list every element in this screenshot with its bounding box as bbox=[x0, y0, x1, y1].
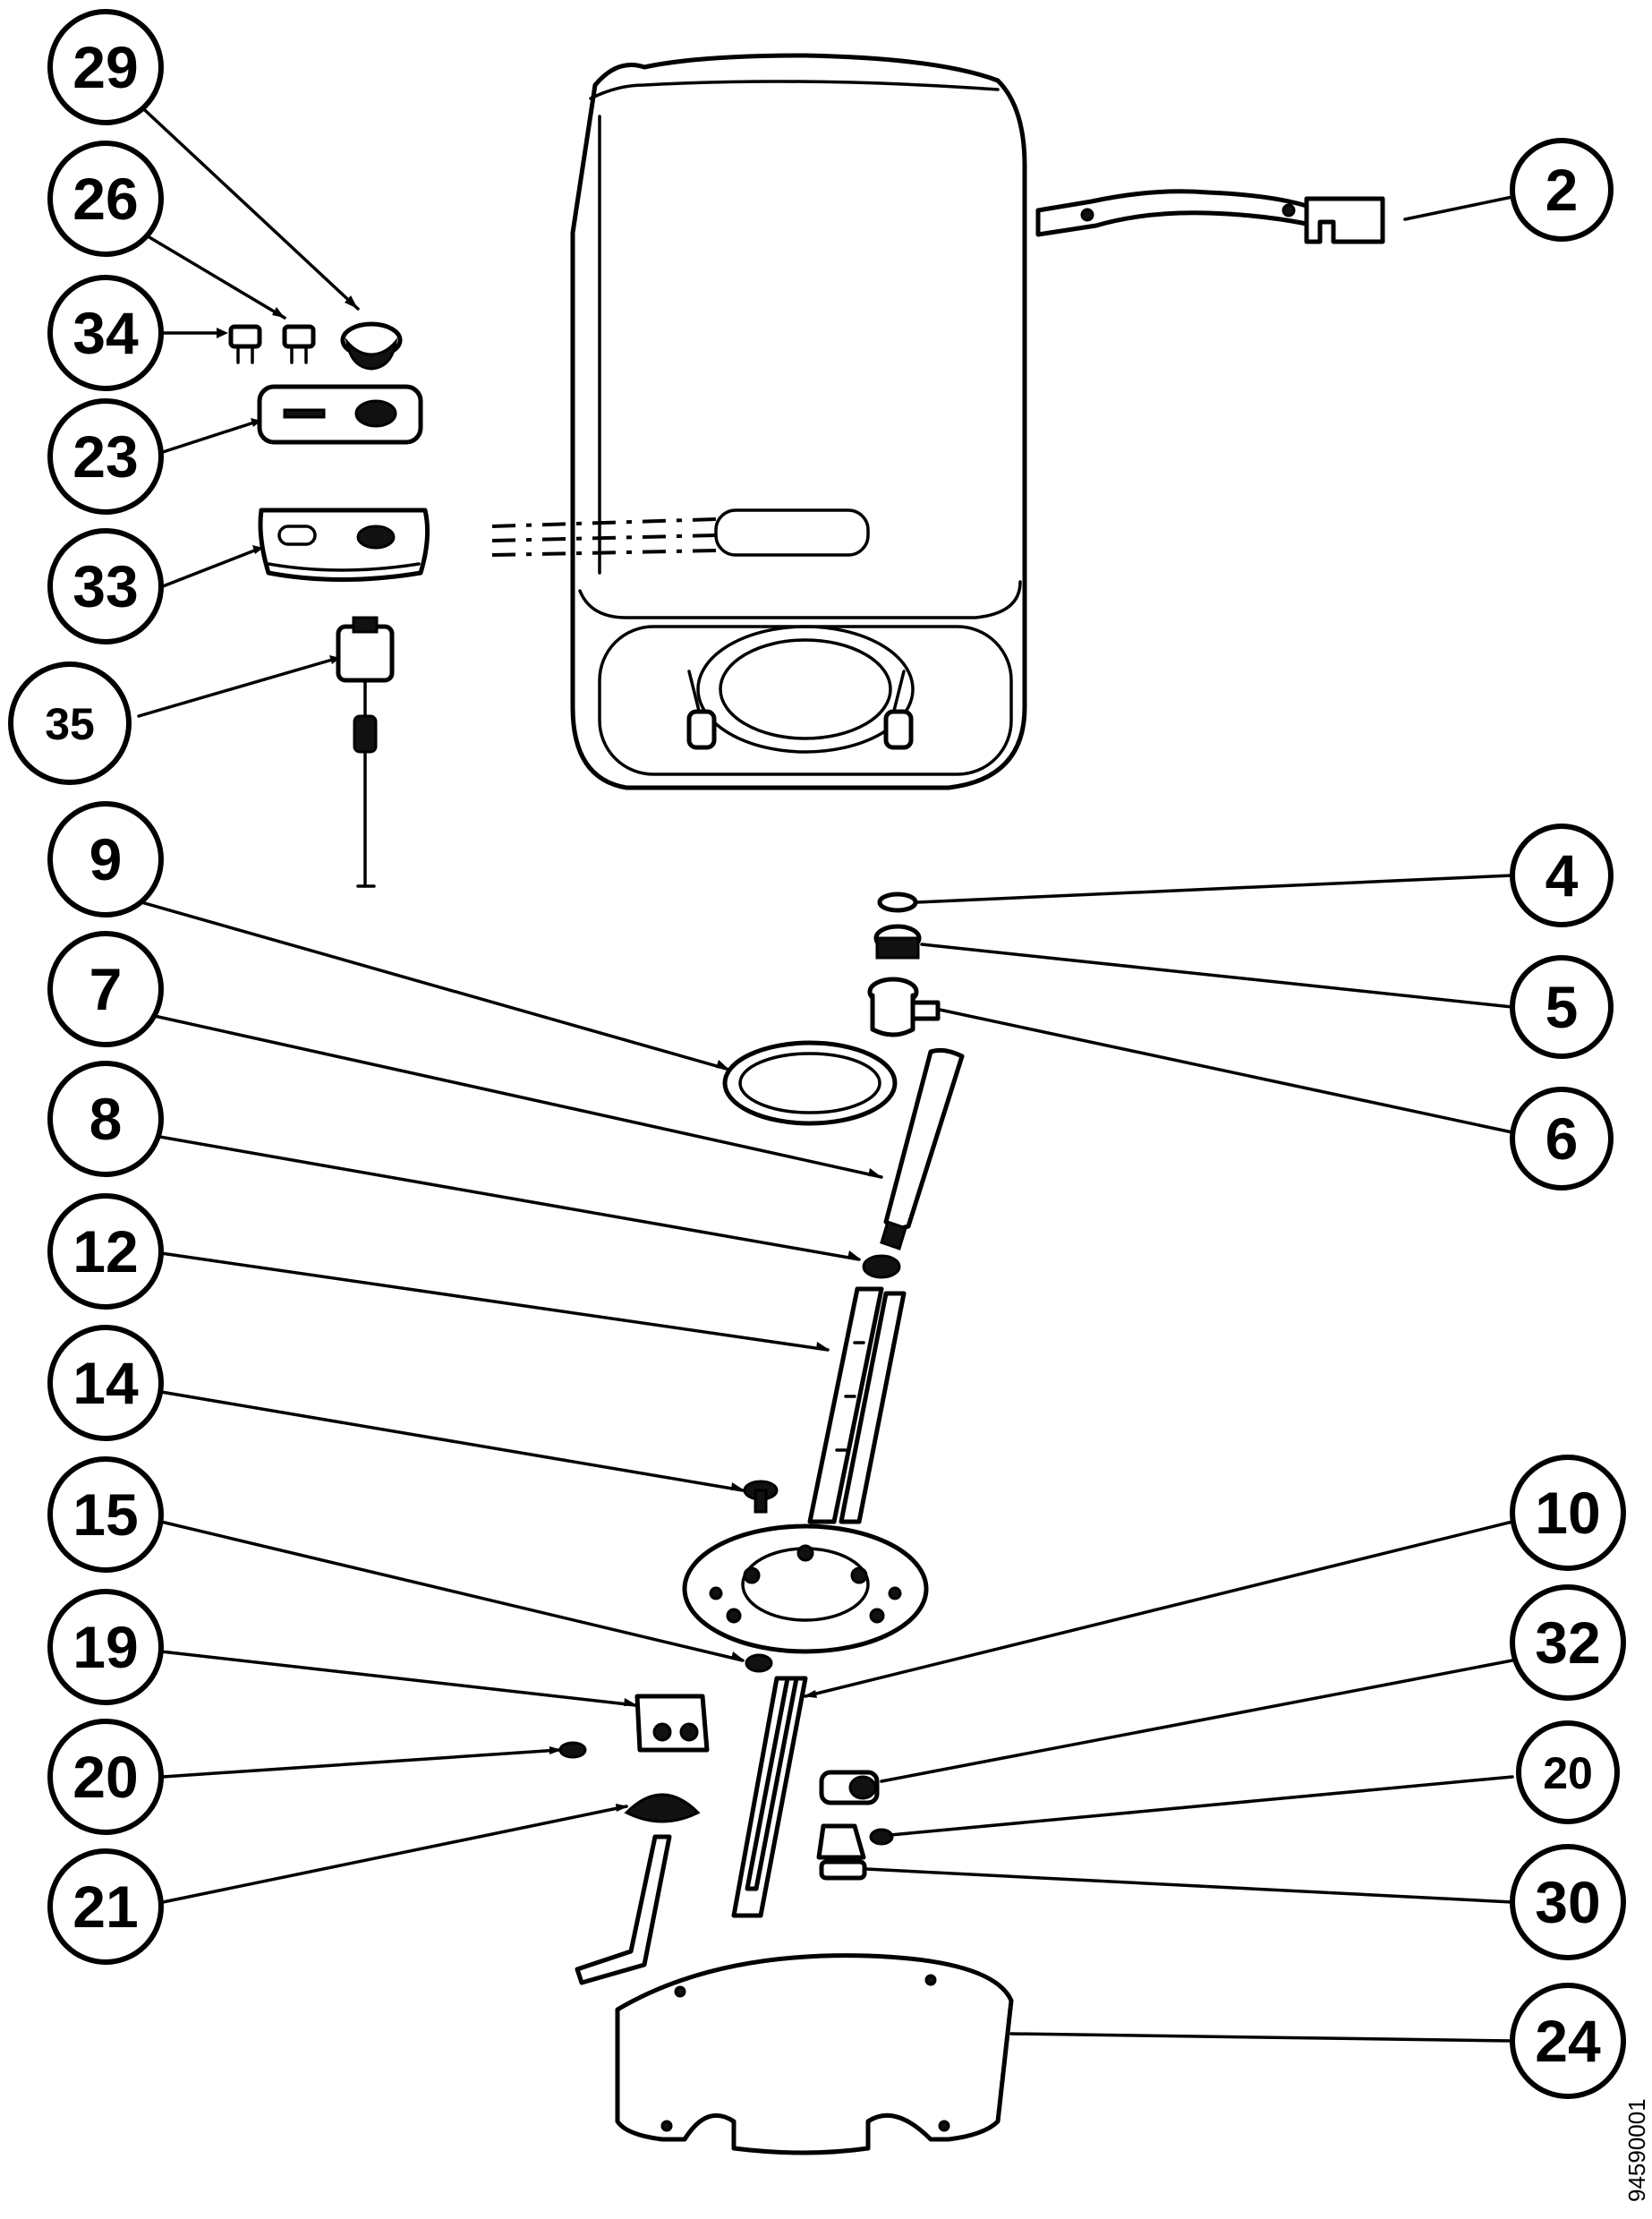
callout-label-24: 24 bbox=[1535, 2008, 1601, 2074]
alignment-lines bbox=[491, 517, 717, 557]
callout-label-12: 12 bbox=[72, 1218, 138, 1284]
cable-grommet bbox=[575, 1793, 701, 1985]
callout-4: 4 bbox=[1510, 824, 1614, 927]
callout-30: 30 bbox=[1510, 1844, 1626, 1960]
callout-2: 2 bbox=[1510, 138, 1614, 242]
callout-label-20-right: 20 bbox=[1543, 1748, 1593, 1798]
callout-label-23: 23 bbox=[72, 423, 138, 490]
callout-label-30: 30 bbox=[1535, 1869, 1600, 1935]
callout-label-20-left: 20 bbox=[72, 1744, 138, 1810]
callout-label-5: 5 bbox=[1546, 974, 1579, 1040]
flange-plate bbox=[682, 1523, 929, 1654]
callout-label-35: 35 bbox=[45, 699, 95, 749]
gasket bbox=[722, 1040, 898, 1126]
callout-label-7: 7 bbox=[89, 956, 123, 1022]
callout-label-21: 21 bbox=[72, 1873, 138, 1940]
callout-label-14: 14 bbox=[72, 1350, 139, 1416]
screw bbox=[743, 1480, 779, 1514]
sealing-washer bbox=[862, 1254, 901, 1279]
nut bbox=[873, 924, 922, 960]
callout-33: 33 bbox=[47, 528, 164, 644]
wall-bracket bbox=[1035, 189, 1385, 244]
callout-label-26: 26 bbox=[72, 166, 138, 232]
flange-nut bbox=[745, 1653, 773, 1673]
callout-label-4: 4 bbox=[1546, 842, 1579, 909]
fitting bbox=[867, 977, 941, 1037]
callout-label-15: 15 bbox=[72, 1481, 138, 1548]
callout-10: 10 bbox=[1510, 1455, 1626, 1571]
callout-35: 35 bbox=[8, 661, 132, 785]
callout-12: 12 bbox=[47, 1193, 164, 1310]
callout-label-33: 33 bbox=[72, 553, 138, 619]
callout-9: 9 bbox=[47, 801, 164, 917]
indicator-lamp bbox=[282, 324, 316, 364]
bottom-cover bbox=[615, 1953, 1014, 2155]
knob bbox=[340, 321, 403, 371]
callout-8: 8 bbox=[47, 1061, 164, 1177]
callout-21: 21 bbox=[47, 1848, 164, 1965]
callout-23: 23 bbox=[47, 398, 164, 515]
callout-5: 5 bbox=[1510, 955, 1614, 1059]
leader-lines bbox=[115, 98, 1514, 2043]
water-heater-tank bbox=[570, 53, 1027, 790]
callout-29: 29 bbox=[47, 9, 164, 125]
callout-34: 34 bbox=[47, 275, 164, 391]
callout-label-6: 6 bbox=[1546, 1105, 1579, 1172]
reference-code: 94590001 bbox=[1623, 2098, 1650, 2202]
drain-plug bbox=[816, 1823, 867, 1881]
callout-7: 7 bbox=[47, 931, 164, 1047]
cable-clamp bbox=[634, 1694, 710, 1753]
callout-26: 26 bbox=[47, 141, 164, 257]
indicator-lamp bbox=[228, 324, 262, 364]
callout-label-8: 8 bbox=[89, 1086, 123, 1152]
callout-24: 24 bbox=[1510, 1983, 1626, 2099]
washer bbox=[877, 892, 918, 913]
callout-label-2: 2 bbox=[1546, 157, 1579, 223]
callout-label-32: 32 bbox=[1535, 1609, 1600, 1676]
callout-19: 19 bbox=[47, 1589, 164, 1705]
thermostat bbox=[336, 616, 395, 888]
callout-label-19: 19 bbox=[72, 1614, 138, 1680]
callout-20-left: 20 bbox=[47, 1719, 164, 1835]
mounting-panel bbox=[258, 508, 430, 582]
callout-20-right: 20 bbox=[1516, 1720, 1620, 1824]
callout-6: 6 bbox=[1510, 1087, 1614, 1191]
valve-screw bbox=[869, 1828, 894, 1846]
callout-15: 15 bbox=[47, 1456, 164, 1573]
callout-label-9: 9 bbox=[89, 826, 123, 892]
magnesium-anode bbox=[880, 1047, 965, 1250]
clamp-screw bbox=[558, 1741, 587, 1759]
callout-label-34: 34 bbox=[72, 300, 139, 366]
heating-element bbox=[807, 1286, 907, 1524]
callout-label-10: 10 bbox=[1535, 1480, 1600, 1546]
pressure-valve bbox=[819, 1770, 880, 1805]
front-panel bbox=[257, 384, 423, 445]
callout-14: 14 bbox=[47, 1325, 164, 1441]
thermostat-pocket bbox=[731, 1676, 808, 1918]
callout-32: 32 bbox=[1510, 1584, 1626, 1701]
callout-label-29: 29 bbox=[72, 34, 138, 100]
